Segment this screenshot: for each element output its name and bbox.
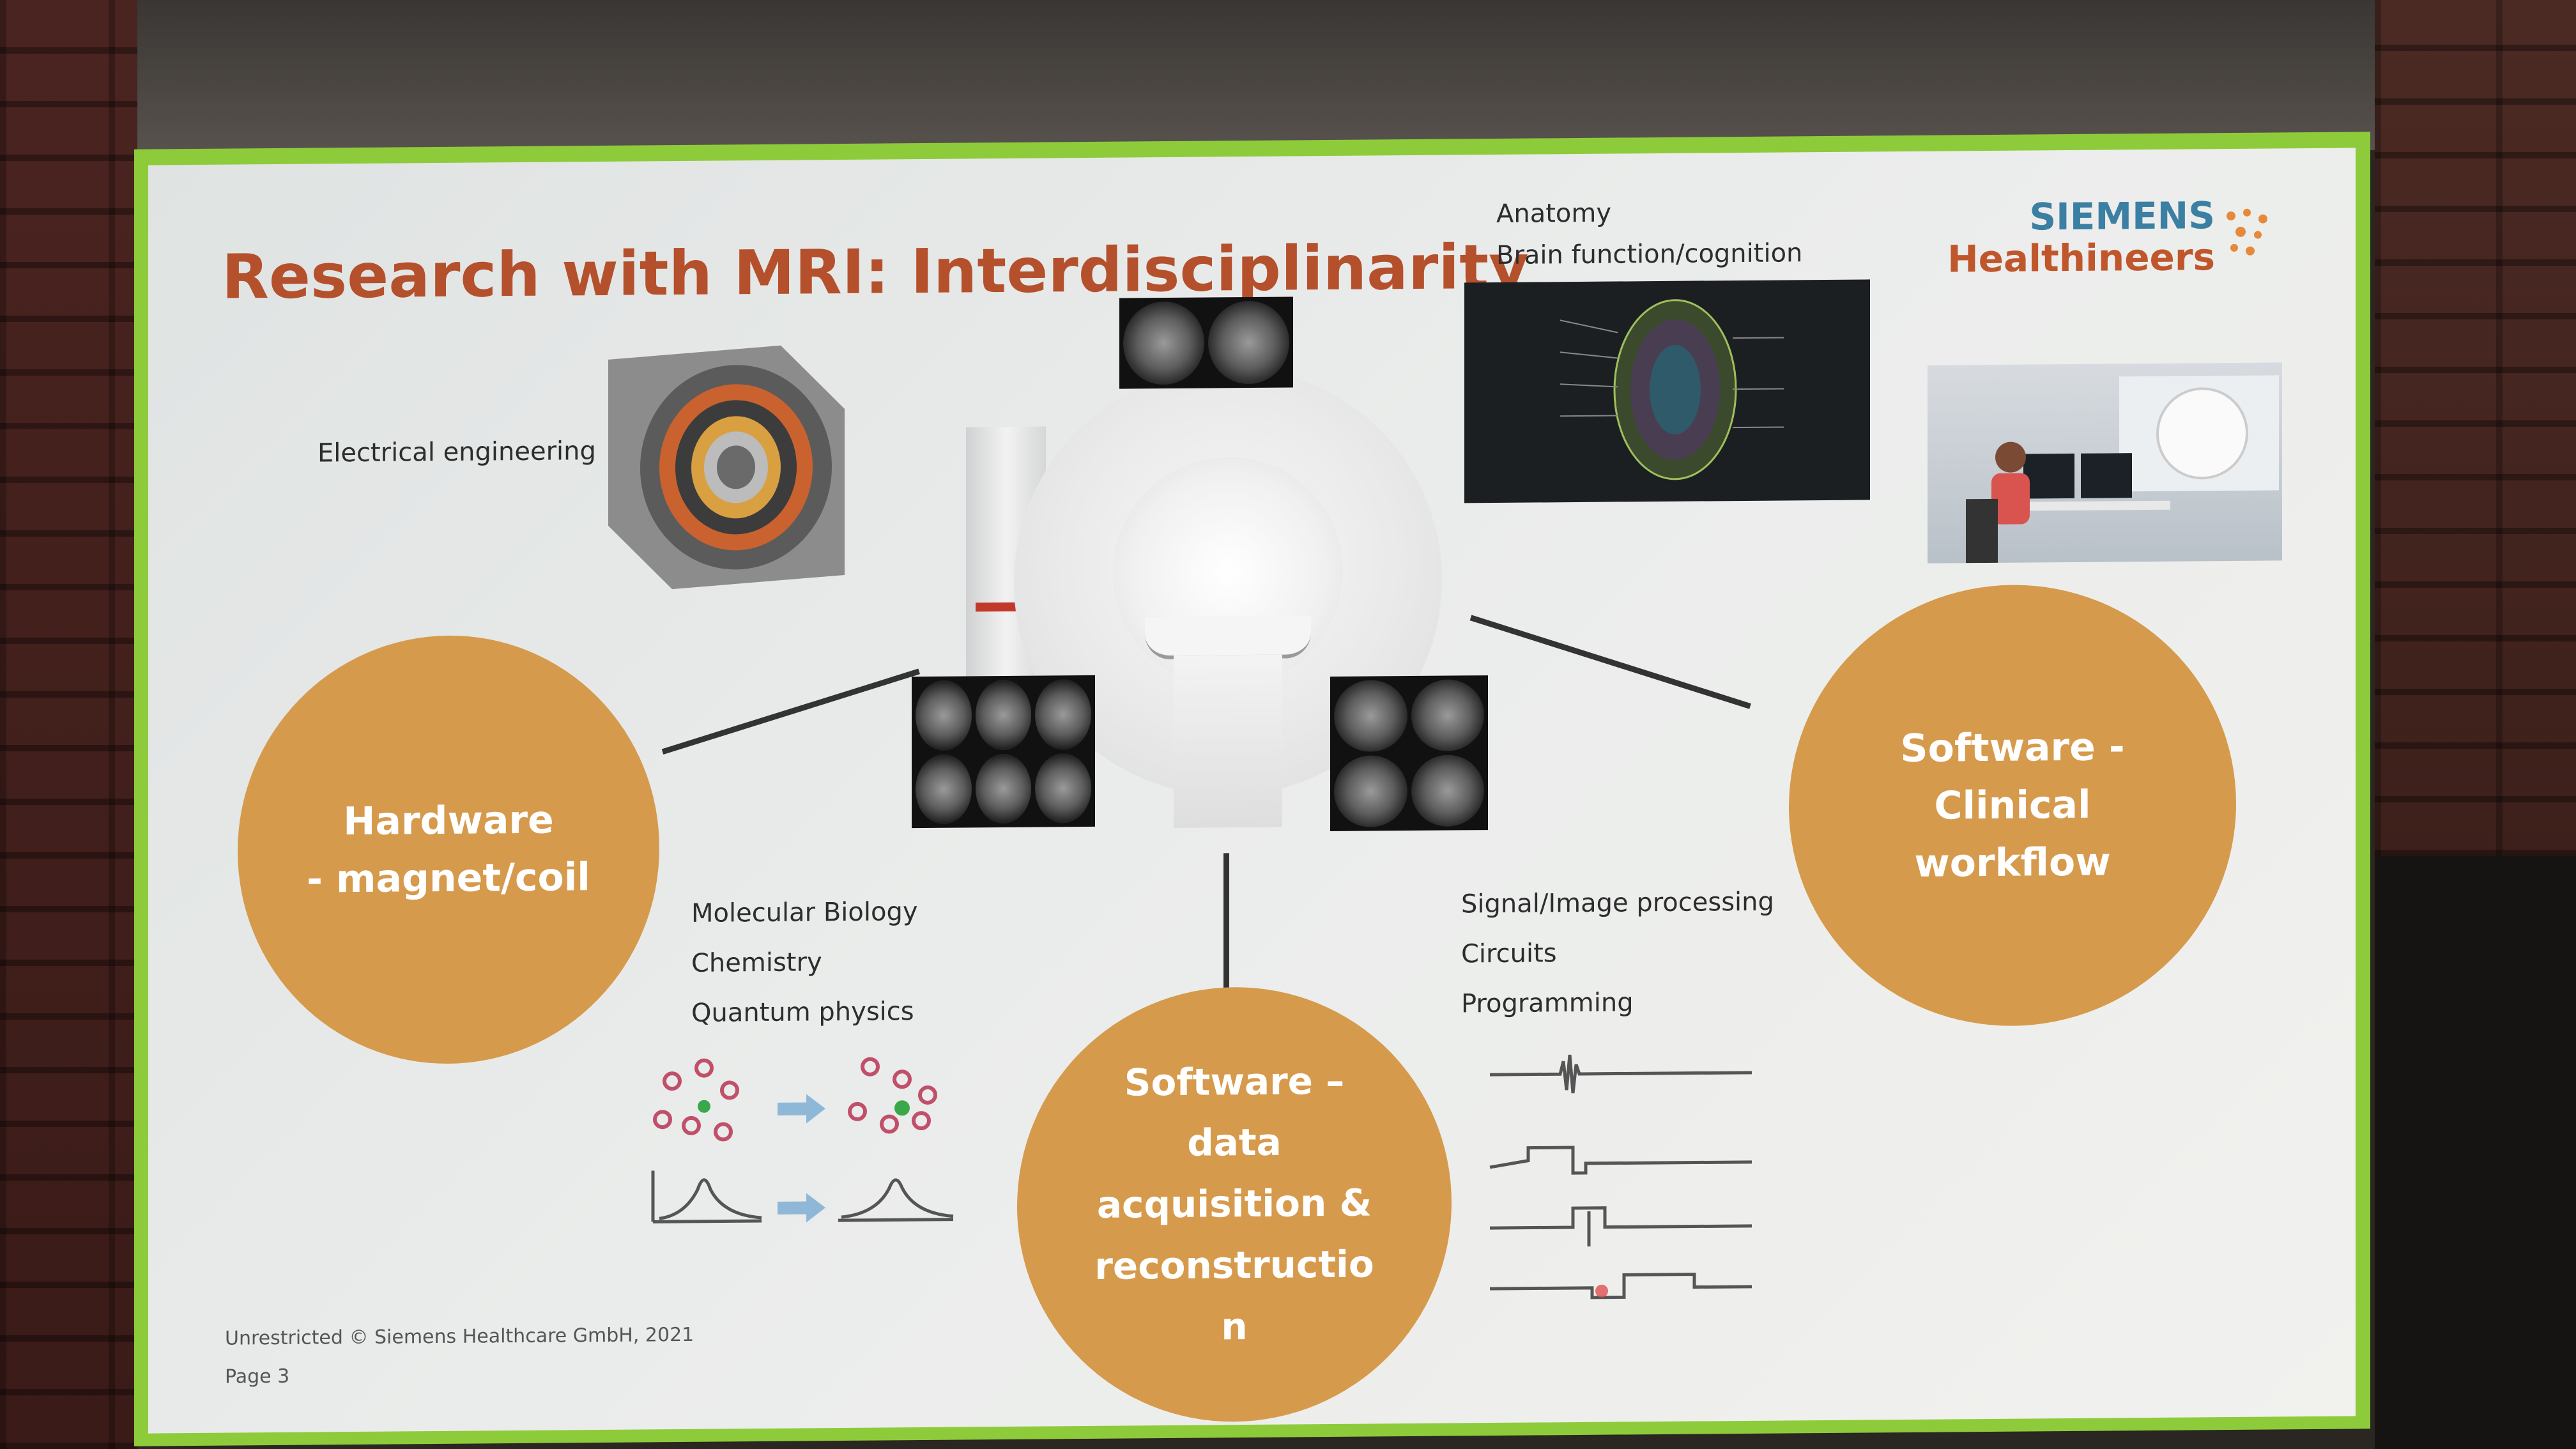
brick-wall-left <box>0 0 137 1449</box>
brand-healthineers: Healthineers <box>1947 235 2215 281</box>
clinical-line-3: workflow <box>1914 839 2111 886</box>
anatomy-label: Anatomy <box>1496 198 1612 229</box>
footer-page-number: Page 3 <box>225 1365 290 1388</box>
dark-area-right <box>2375 856 2576 1449</box>
brick-wall-right <box>2375 0 2576 856</box>
molecular-biology-label: Molecular Biology <box>691 897 918 928</box>
hardware-circle: Hardware - magnet/coil <box>238 634 659 1066</box>
chemistry-label: Chemistry <box>691 947 822 978</box>
clinical-line-1: Software - <box>1900 724 2125 772</box>
science-labels: Molecular Biology Chemistry Quantum phys… <box>691 897 918 1048</box>
patient-table <box>1145 616 1311 660</box>
presentation-slide: Research with MRI: Interdisciplinarity S… <box>148 148 2356 1434</box>
acquisition-line-1: Software – <box>1124 1059 1345 1105</box>
wall-above-screen <box>137 0 2375 150</box>
hardware-line-2: - magnet/coil <box>307 855 590 902</box>
brain-scan-top <box>1119 296 1293 389</box>
clinical-workstation-photo <box>1928 362 2282 564</box>
brain-scan-grid-right <box>1330 675 1488 832</box>
connector-hardware <box>661 668 920 755</box>
circuits-label: Circuits <box>1461 939 1557 969</box>
signal-processing-label: Signal/Image processing <box>1461 887 1774 919</box>
brain-scan-grid-left <box>912 675 1095 829</box>
brand-siemens: SIEMENS <box>2029 194 2215 239</box>
quantum-physics-label: Quantum physics <box>691 997 914 1028</box>
acquisition-line-4: reconstructio <box>1094 1242 1374 1288</box>
magnet-cutaway-illustration <box>589 319 864 596</box>
connector-acquisition <box>1223 853 1229 1000</box>
acquisition-circle: Software – data acquisition & reconstruc… <box>1017 985 1452 1423</box>
acquisition-line-3: acquisition & <box>1096 1181 1372 1227</box>
footer-copyright: Unrestricted © Siemens Healthcare GmbH, … <box>225 1323 694 1350</box>
molecule-diagram <box>634 1041 966 1235</box>
programming-label: Programming <box>1461 988 1634 1019</box>
brand-dots-logo <box>2227 208 2267 256</box>
electrical-engineering-label: Electrical engineering <box>318 436 596 468</box>
brain-atlas-image <box>1464 279 1870 503</box>
pulse-sequence-diagram <box>1464 1034 1758 1318</box>
table-pedestal <box>1174 654 1282 828</box>
hardware-line-1: Hardware <box>343 797 554 845</box>
acquisition-line-2: data <box>1187 1121 1282 1165</box>
clinical-workflow-circle: Software - Clinical workflow <box>1789 583 2236 1028</box>
connector-clinical <box>1469 615 1751 709</box>
acquisition-line-5: n <box>1221 1304 1248 1348</box>
signal-labels: Signal/Image processing Circuits Program… <box>1461 887 1774 1039</box>
slide-title: Research with MRI: Interdisciplinarity <box>222 231 1529 313</box>
brain-function-label: Brain function/cognition <box>1496 238 1803 270</box>
clinical-line-2: Clinical <box>1934 782 2091 829</box>
